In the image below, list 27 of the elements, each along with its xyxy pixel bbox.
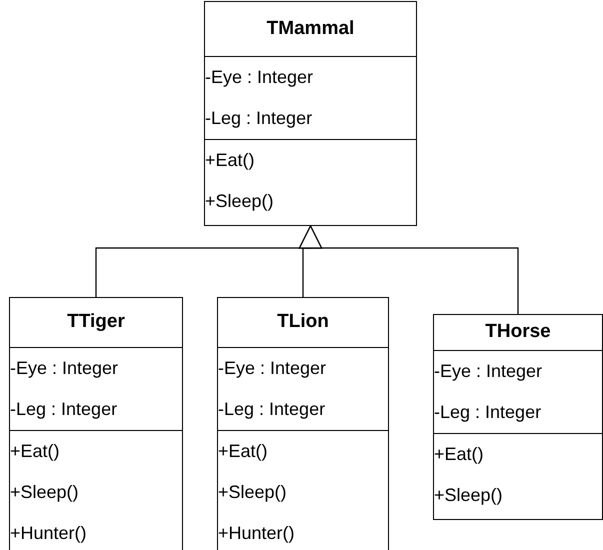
attribute-text: -Eye : Integer [205, 66, 314, 89]
class-box [9, 297, 183, 550]
attribute-text: -Eye : Integer [10, 357, 118, 380]
attribute-text: -Leg : Integer [205, 107, 312, 130]
class-box [433, 314, 603, 520]
class-name: TLion [277, 310, 329, 334]
method-text: +Sleep() [10, 481, 79, 504]
method-text: +Eat() [205, 149, 255, 172]
class-name: TMammal [266, 16, 354, 41]
method-text: +Hunter() [218, 522, 295, 545]
method-text: +Sleep() [434, 484, 503, 507]
method-text: +Sleep() [205, 190, 274, 213]
method-text: +Sleep() [218, 481, 287, 504]
attribute-text: -Leg : Integer [434, 401, 542, 424]
method-text: +Eat() [218, 440, 268, 463]
attribute-text: -Eye : Integer [218, 357, 326, 380]
attribute-text: -Leg : Integer [218, 398, 326, 421]
class-box [217, 297, 389, 550]
attribute-text: -Leg : Integer [10, 398, 118, 421]
method-text: +Eat() [434, 443, 484, 466]
class-name: THorse [485, 320, 551, 344]
method-text: +Eat() [10, 440, 60, 463]
method-text: +Hunter() [10, 522, 87, 545]
class-box [204, 1, 417, 226]
inheritance-arrow [298, 225, 519, 314]
class-name: TTiger [67, 310, 125, 334]
attribute-text: -Eye : Integer [434, 360, 542, 383]
